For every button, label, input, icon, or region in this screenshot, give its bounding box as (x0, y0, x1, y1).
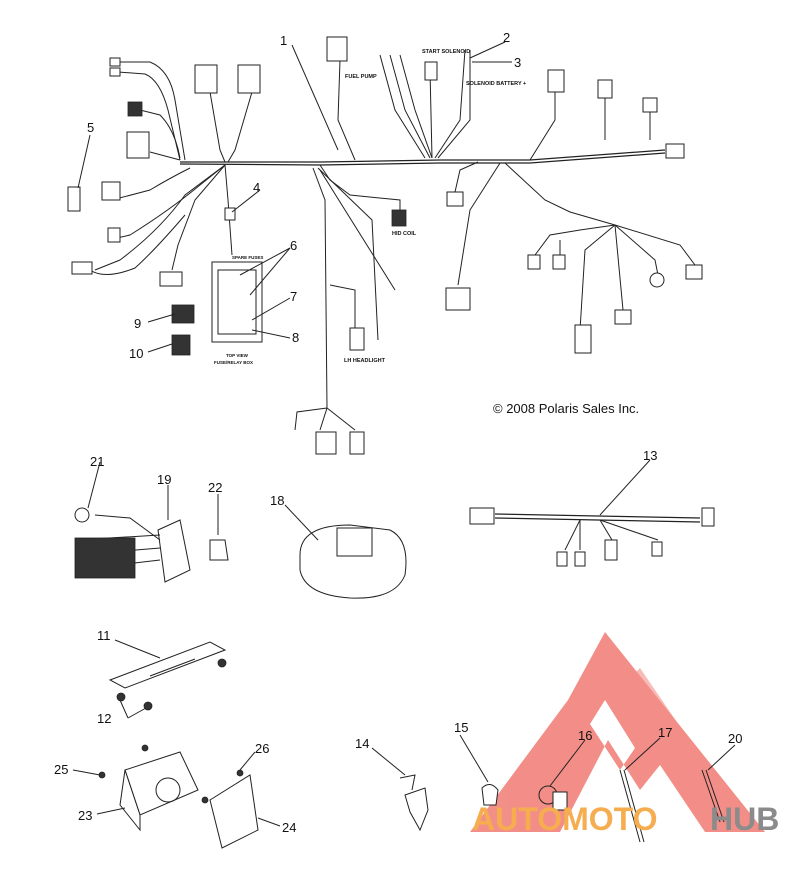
solenoid-battery-label: SOLENOID BATTERY + (466, 81, 526, 87)
callout-17: 17 (658, 725, 672, 740)
copyright-text: © 2008 Polaris Sales Inc. (493, 401, 639, 416)
clips-and-ties (399, 769, 725, 843)
callout-24: 24 (282, 820, 296, 835)
foam-block-18 (299, 524, 407, 599)
hid-coil-label: HID COIL (392, 231, 417, 237)
bracket-11 (108, 641, 227, 711)
watermark-logo (470, 632, 765, 832)
callout-25: 25 (54, 762, 68, 777)
callout-7: 7 (290, 289, 297, 304)
callout-15: 15 (454, 720, 468, 735)
ecu-harness-19 (74, 507, 229, 583)
callout-numbers: 1 2 3 4 5 6 7 8 9 10 11 12 13 14 15 16 1… (54, 30, 742, 835)
top-view-label: TOP VIEW (226, 353, 249, 358)
callout-5: 5 (87, 120, 94, 135)
fuse-relay-box-label: FUSE/RELAY BOX (214, 360, 253, 365)
main-wire-harness (89, 49, 696, 431)
callout-11: 11 (97, 628, 111, 643)
sub-harness-13 (469, 507, 715, 567)
watermark-brand-right: HUB (710, 801, 779, 837)
callout-12: 12 (97, 711, 111, 726)
callout-22: 22 (208, 480, 222, 495)
callout-19: 19 (157, 472, 171, 487)
callout-3: 3 (514, 55, 521, 70)
callout-21: 21 (90, 454, 104, 469)
callout-8: 8 (292, 330, 299, 345)
callout-20: 20 (728, 731, 742, 746)
callout-13: 13 (643, 448, 657, 463)
fuel-pump-label: FUEL PUMP (345, 74, 377, 80)
callout-2: 2 (503, 30, 510, 45)
callout-1: 1 (280, 33, 287, 48)
callout-14: 14 (355, 736, 369, 751)
watermark-brand-left: AUTOMOTO (472, 801, 657, 837)
harness-connectors (67, 36, 703, 455)
callout-4: 4 (253, 180, 260, 195)
lh-headlight-label: LH HEADLIGHT (344, 358, 386, 364)
callout-6: 6 (290, 238, 297, 253)
callout-9: 9 (134, 316, 141, 331)
callout-23: 23 (78, 808, 92, 823)
callout-16: 16 (578, 728, 592, 743)
bracket-assembly-23-24 (98, 744, 259, 849)
callout-26: 26 (255, 741, 269, 756)
leader-lines (72, 41, 736, 827)
watermark-brand-text: AUTOMOTO HUB (472, 801, 779, 837)
callout-18: 18 (270, 493, 284, 508)
fuse-relay-box (171, 261, 263, 356)
spare-fuses-label: SPARE FUSES (232, 255, 263, 260)
start-solenoid-label: START SOLENOID (422, 49, 470, 55)
callout-10: 10 (129, 346, 143, 361)
